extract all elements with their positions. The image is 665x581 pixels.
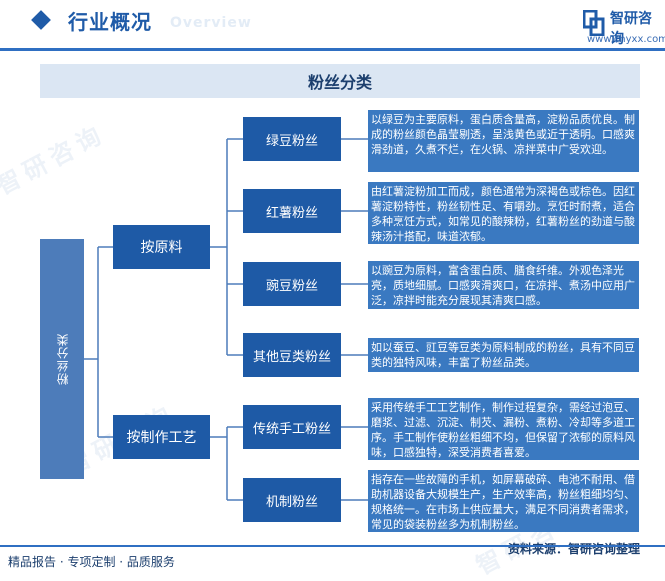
desc-other-beans: 如以蚕豆、豇豆等豆类为原料制成的粉丝，具有不同豆类的独特风味，丰富了粉丝品类。 <box>368 338 639 372</box>
brand-name: 智研咨询 <box>610 11 652 47</box>
section-title: 行业概况 <box>68 10 152 34</box>
category-node-process: 按制作工艺 <box>113 415 210 459</box>
source-note: 资料来源：智研咨询整理 <box>508 542 641 556</box>
page-header: Overview 行业概况 智研咨询 www.chyxx.com <box>0 0 665 51</box>
item-node-machine-made: 机制粉丝 <box>243 478 341 522</box>
item-node-pea: 豌豆粉丝 <box>243 262 341 306</box>
desc-sweet-potato: 由红薯淀粉加工而成，颜色通常为深褐色或棕色。因红薯淀粉特性，粉丝韧性足、有嚼劲。… <box>368 182 639 244</box>
header-divider <box>0 48 665 51</box>
diagram-title: 粉丝分类 <box>40 64 640 98</box>
item-node-other-beans: 其他豆类粉丝 <box>243 333 341 377</box>
root-node: 粉丝分类 <box>40 239 84 479</box>
item-node-sweet-potato: 红薯粉丝 <box>243 189 341 233</box>
root-label: 粉丝分类 <box>55 333 70 385</box>
section-title-en: Overview <box>170 15 252 31</box>
brand-url: www.chyxx.com <box>587 34 665 45</box>
item-node-handmade: 传统手工粉丝 <box>243 405 341 449</box>
item-node-mung-bean: 绿豆粉丝 <box>243 117 341 161</box>
desc-handmade: 采用传统手工工艺制作，制作过程复杂，需经过泡豆、磨浆、过滤、沉淀、制芡、漏粉、煮… <box>368 398 639 460</box>
brand-logo-icon <box>583 10 605 36</box>
desc-mung-bean: 以绿豆为主要原料，蛋白质含量高，淀粉品质优良。制成的粉丝颜色晶莹剔透，呈浅黄色或… <box>368 110 639 172</box>
footer-divider <box>0 545 665 547</box>
category-node-material: 按原料 <box>113 225 210 269</box>
desc-pea: 以豌豆为原料，富含蛋白质、膳食纤维。外观色泽光亮，质地细腻。口感爽滑爽口，在凉拌… <box>368 261 639 309</box>
desc-machine-made: 指存在一些故障的手机，如屏幕破碎、电池不耐用、借助机器设备大规模生产，生产效率高… <box>368 470 639 532</box>
footer-tagline: 精品报告 · 专项定制 · 品质服务 <box>8 555 175 569</box>
